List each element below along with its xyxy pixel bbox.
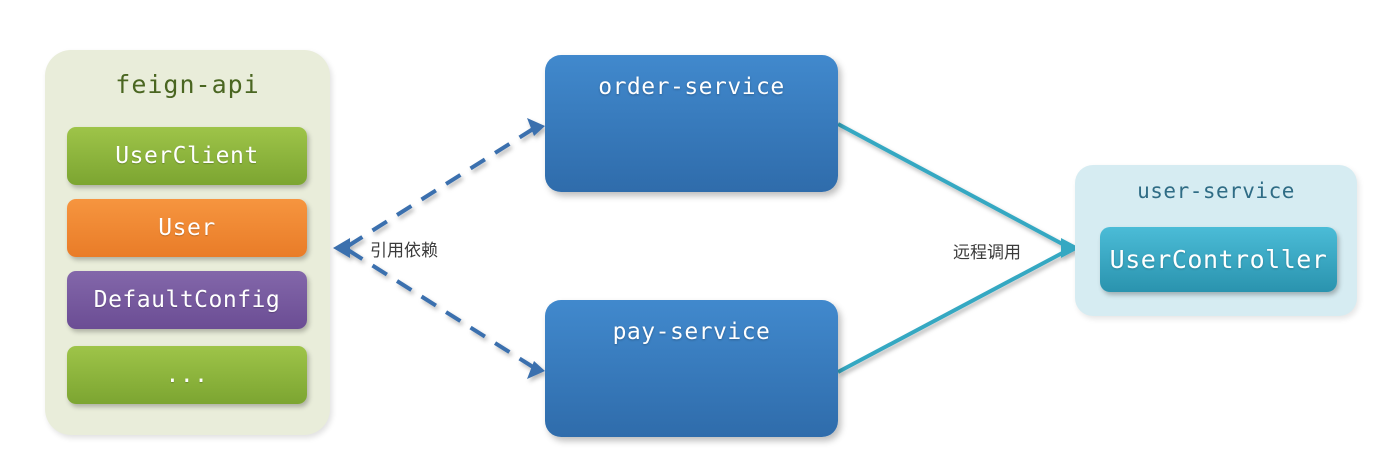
- dependency-arrowhead-pay-icon: [527, 361, 545, 379]
- dependency-arrowhead-left-icon: [333, 238, 350, 258]
- user-service-item-usercontroller[interactable]: UserController: [1100, 227, 1337, 292]
- order-service-label: order-service: [598, 74, 785, 100]
- feign-api-item-userclient[interactable]: UserClient: [67, 127, 307, 185]
- remote-call-edge-pay-to-user: [837, 248, 1069, 374]
- feign-api-title: feign-api: [115, 70, 260, 99]
- feign-api-item-defaultconfig[interactable]: DefaultConfig: [67, 271, 307, 329]
- remote-call-edge-order-to-user: [837, 122, 1069, 249]
- user-service-title: user-service: [1137, 179, 1295, 203]
- user-service-module[interactable]: user-service UserController: [1075, 165, 1357, 316]
- pay-service-label: pay-service: [612, 319, 771, 345]
- pay-service-box[interactable]: pay-service: [545, 300, 838, 437]
- dependency-arrowhead-order-icon: [527, 118, 545, 136]
- dependency-edge-pay-to-feign: [346, 248, 535, 369]
- dependency-edge-group: [333, 118, 545, 379]
- feign-api-item-more[interactable]: ...: [67, 346, 307, 404]
- edge-label-remote-call: 远程调用: [953, 243, 1021, 262]
- order-service-box[interactable]: order-service: [545, 55, 838, 192]
- feign-api-module[interactable]: feign-api UserClient User DefaultConfig …: [45, 50, 330, 435]
- edge-label-dependency: 引用依赖: [370, 241, 438, 260]
- feign-api-item-user[interactable]: User: [67, 199, 307, 257]
- dependency-edge-order-to-feign: [346, 127, 535, 248]
